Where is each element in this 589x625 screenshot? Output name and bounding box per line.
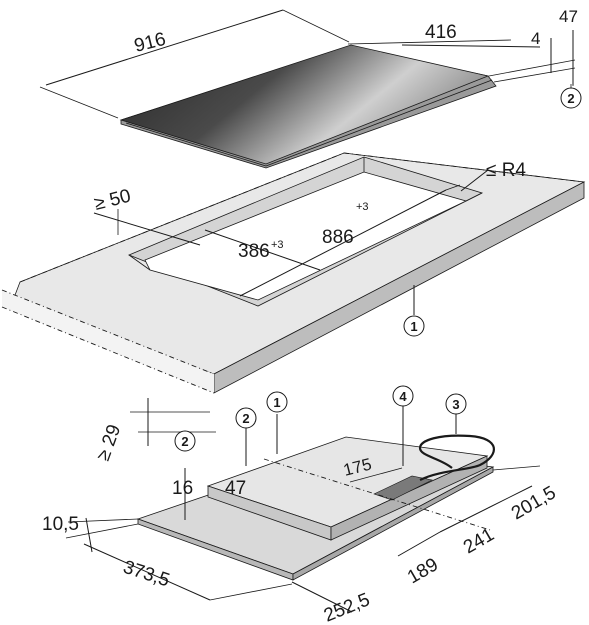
callout-cable: 3 (445, 393, 467, 434)
dim-hob-length: 916 (132, 29, 168, 57)
dim-base-width-3: 201,5 (508, 482, 560, 524)
dim-cutout-length: 886 (322, 227, 354, 248)
base-dimension-lines (65, 404, 541, 613)
dim-base-side: 10,5 (42, 514, 79, 535)
callout-glass-thickness-top: 2 (560, 84, 582, 109)
dim-base-length-1: 373,5 (120, 557, 172, 592)
callout-worktop-top: 1 (403, 315, 425, 337)
hob-body-bottom (136, 436, 495, 581)
worktop-cutout (127, 156, 484, 307)
hob-glass-top (119, 44, 497, 169)
dim-hob-height: 47 (559, 7, 578, 26)
dim-cutout-length-group: 886 +3 (322, 201, 369, 248)
svg-text:2: 2 (181, 434, 188, 449)
dim-cutout-width-tolerance: +3 (271, 239, 284, 251)
svg-text:2: 2 (567, 91, 574, 106)
cable (418, 434, 496, 481)
dim-min-worktop-thickness: ≥ 29 (93, 422, 125, 464)
dim-body-height: 47 (225, 478, 246, 499)
dim-cutout-length-tolerance: +3 (356, 201, 369, 213)
hob-dimension-lines (39, 9, 576, 119)
dim-base-width-1: 189 (404, 554, 442, 588)
svg-text:1: 1 (410, 319, 417, 334)
dim-base-length-2: 252,5 (321, 589, 373, 625)
callout-body-height-bottom: 2 (235, 407, 257, 429)
dim-hob-width: 416 (425, 22, 457, 43)
dim-base-width-2: 241 (460, 524, 498, 558)
callout-terminal: 4 (392, 385, 414, 407)
svg-text:4: 4 (399, 389, 407, 404)
svg-text:3: 3 (452, 397, 459, 412)
callout-base-bottom: 2 (174, 430, 196, 452)
dim-base-height: 16 (172, 478, 193, 499)
svg-text:1: 1 (273, 395, 280, 410)
svg-text:2: 2 (242, 411, 249, 426)
dim-cutout-radius: ≤ R4 (486, 160, 526, 181)
dim-cutout-width: 386 (238, 241, 270, 262)
dim-hob-edge: 4 (531, 29, 540, 48)
worktop-dimension-lines (93, 169, 489, 446)
callout-worktop-bottom: 1 (266, 391, 288, 413)
dim-min-edge-distance: ≥ 50 (92, 186, 133, 215)
dim-cutout-width-group: 386 +3 (238, 239, 284, 262)
